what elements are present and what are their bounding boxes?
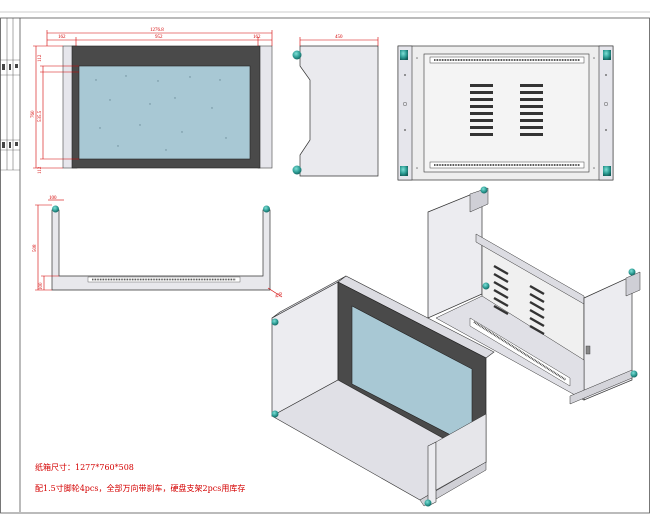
caster-icon bbox=[630, 370, 638, 378]
caster-icon bbox=[482, 282, 490, 290]
dim-front-height: 760 bbox=[31, 110, 36, 118]
rear-view bbox=[397, 45, 614, 181]
caster-icon bbox=[603, 166, 611, 176]
top-view: 100 508 100 450 bbox=[33, 196, 284, 300]
dim-front-bottom-margin: 112 bbox=[38, 166, 43, 174]
caster-icon bbox=[271, 410, 279, 418]
caster-icon bbox=[271, 318, 279, 326]
dim-front-inner-height: 535.5 bbox=[38, 110, 43, 122]
dim-front-side-left: 162 bbox=[58, 35, 66, 40]
caster-icon bbox=[480, 186, 488, 194]
dim-front-side-right: 162 bbox=[253, 35, 261, 40]
dim-side-width: 450 bbox=[335, 35, 343, 40]
caster-icon bbox=[52, 205, 59, 213]
caster-icon bbox=[400, 166, 408, 176]
note-carton-size: 纸箱尺寸：1277*760*508 bbox=[35, 463, 134, 472]
dim-top-angle: 450 bbox=[275, 292, 284, 300]
dim-top-height: 508 bbox=[33, 244, 38, 252]
caster-icon bbox=[400, 50, 408, 60]
iso-rear-view bbox=[427, 186, 641, 405]
dim-front-top-margin: 112 bbox=[38, 54, 43, 62]
note-accessories: 配1.5寸脚轮4pcs，全部万向带刹车，硬盘支架2pcs用库存 bbox=[35, 484, 246, 493]
caster-icon bbox=[292, 165, 302, 175]
side-view: 450 bbox=[292, 35, 379, 177]
caster-icon bbox=[263, 205, 270, 213]
dim-front-total-width: 1276.8 bbox=[150, 28, 164, 33]
dim-top-depth: 100 bbox=[39, 282, 44, 290]
caster-icon bbox=[628, 268, 636, 276]
caster-icon bbox=[424, 499, 432, 507]
caster-icon bbox=[603, 50, 611, 60]
iso-front-view bbox=[271, 275, 495, 507]
front-view: 1276.8 162 952 162 760 535.5 112 112 bbox=[31, 28, 273, 174]
dim-front-center: 952 bbox=[155, 35, 163, 40]
dim-top-small: 100 bbox=[49, 196, 57, 201]
caster-icon bbox=[292, 50, 302, 60]
